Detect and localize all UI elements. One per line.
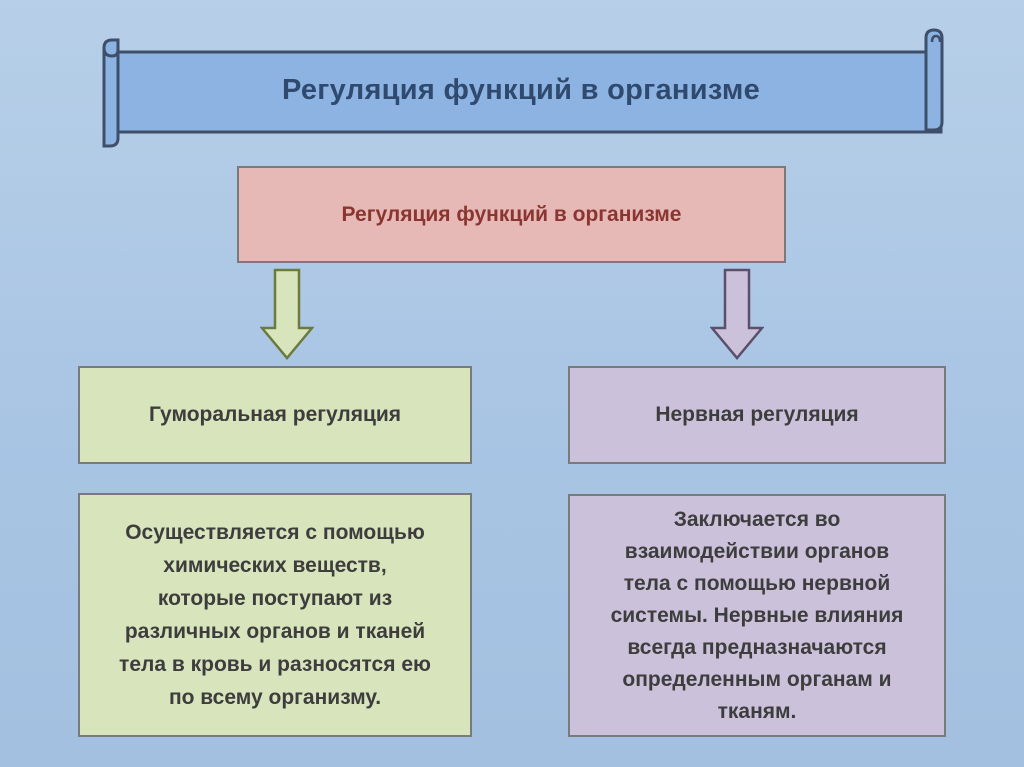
humoral-regulation-label: Гуморальная регуляция — [148, 403, 402, 426]
nervous-description-box: Заключается во взаимодействии органов те… — [568, 494, 946, 737]
root-concept-label: Регуляция функций в организме — [341, 202, 682, 226]
humoral-description-text: Осуществляется с помощью химических веще… — [119, 521, 431, 709]
nervous-description-text: Заключается во взаимодействии органов те… — [610, 507, 904, 723]
arrow-down-nervous-icon — [710, 268, 764, 360]
root-concept-box: Регуляция функций в организме — [237, 166, 786, 263]
arrow-down-humoral-icon — [260, 268, 314, 360]
scroll-shape — [102, 28, 944, 148]
humoral-description-box: Осуществляется с помощью химических веще… — [78, 493, 472, 737]
nervous-regulation-box: Нервная регуляция — [568, 366, 946, 464]
title-scroll-banner: Регуляция функций в организме — [96, 26, 946, 152]
page-title: Регуляция функций в организме — [281, 74, 761, 106]
nervous-regulation-label: Нервная регуляция — [655, 403, 859, 426]
humoral-regulation-box: Гуморальная регуляция — [78, 366, 472, 464]
